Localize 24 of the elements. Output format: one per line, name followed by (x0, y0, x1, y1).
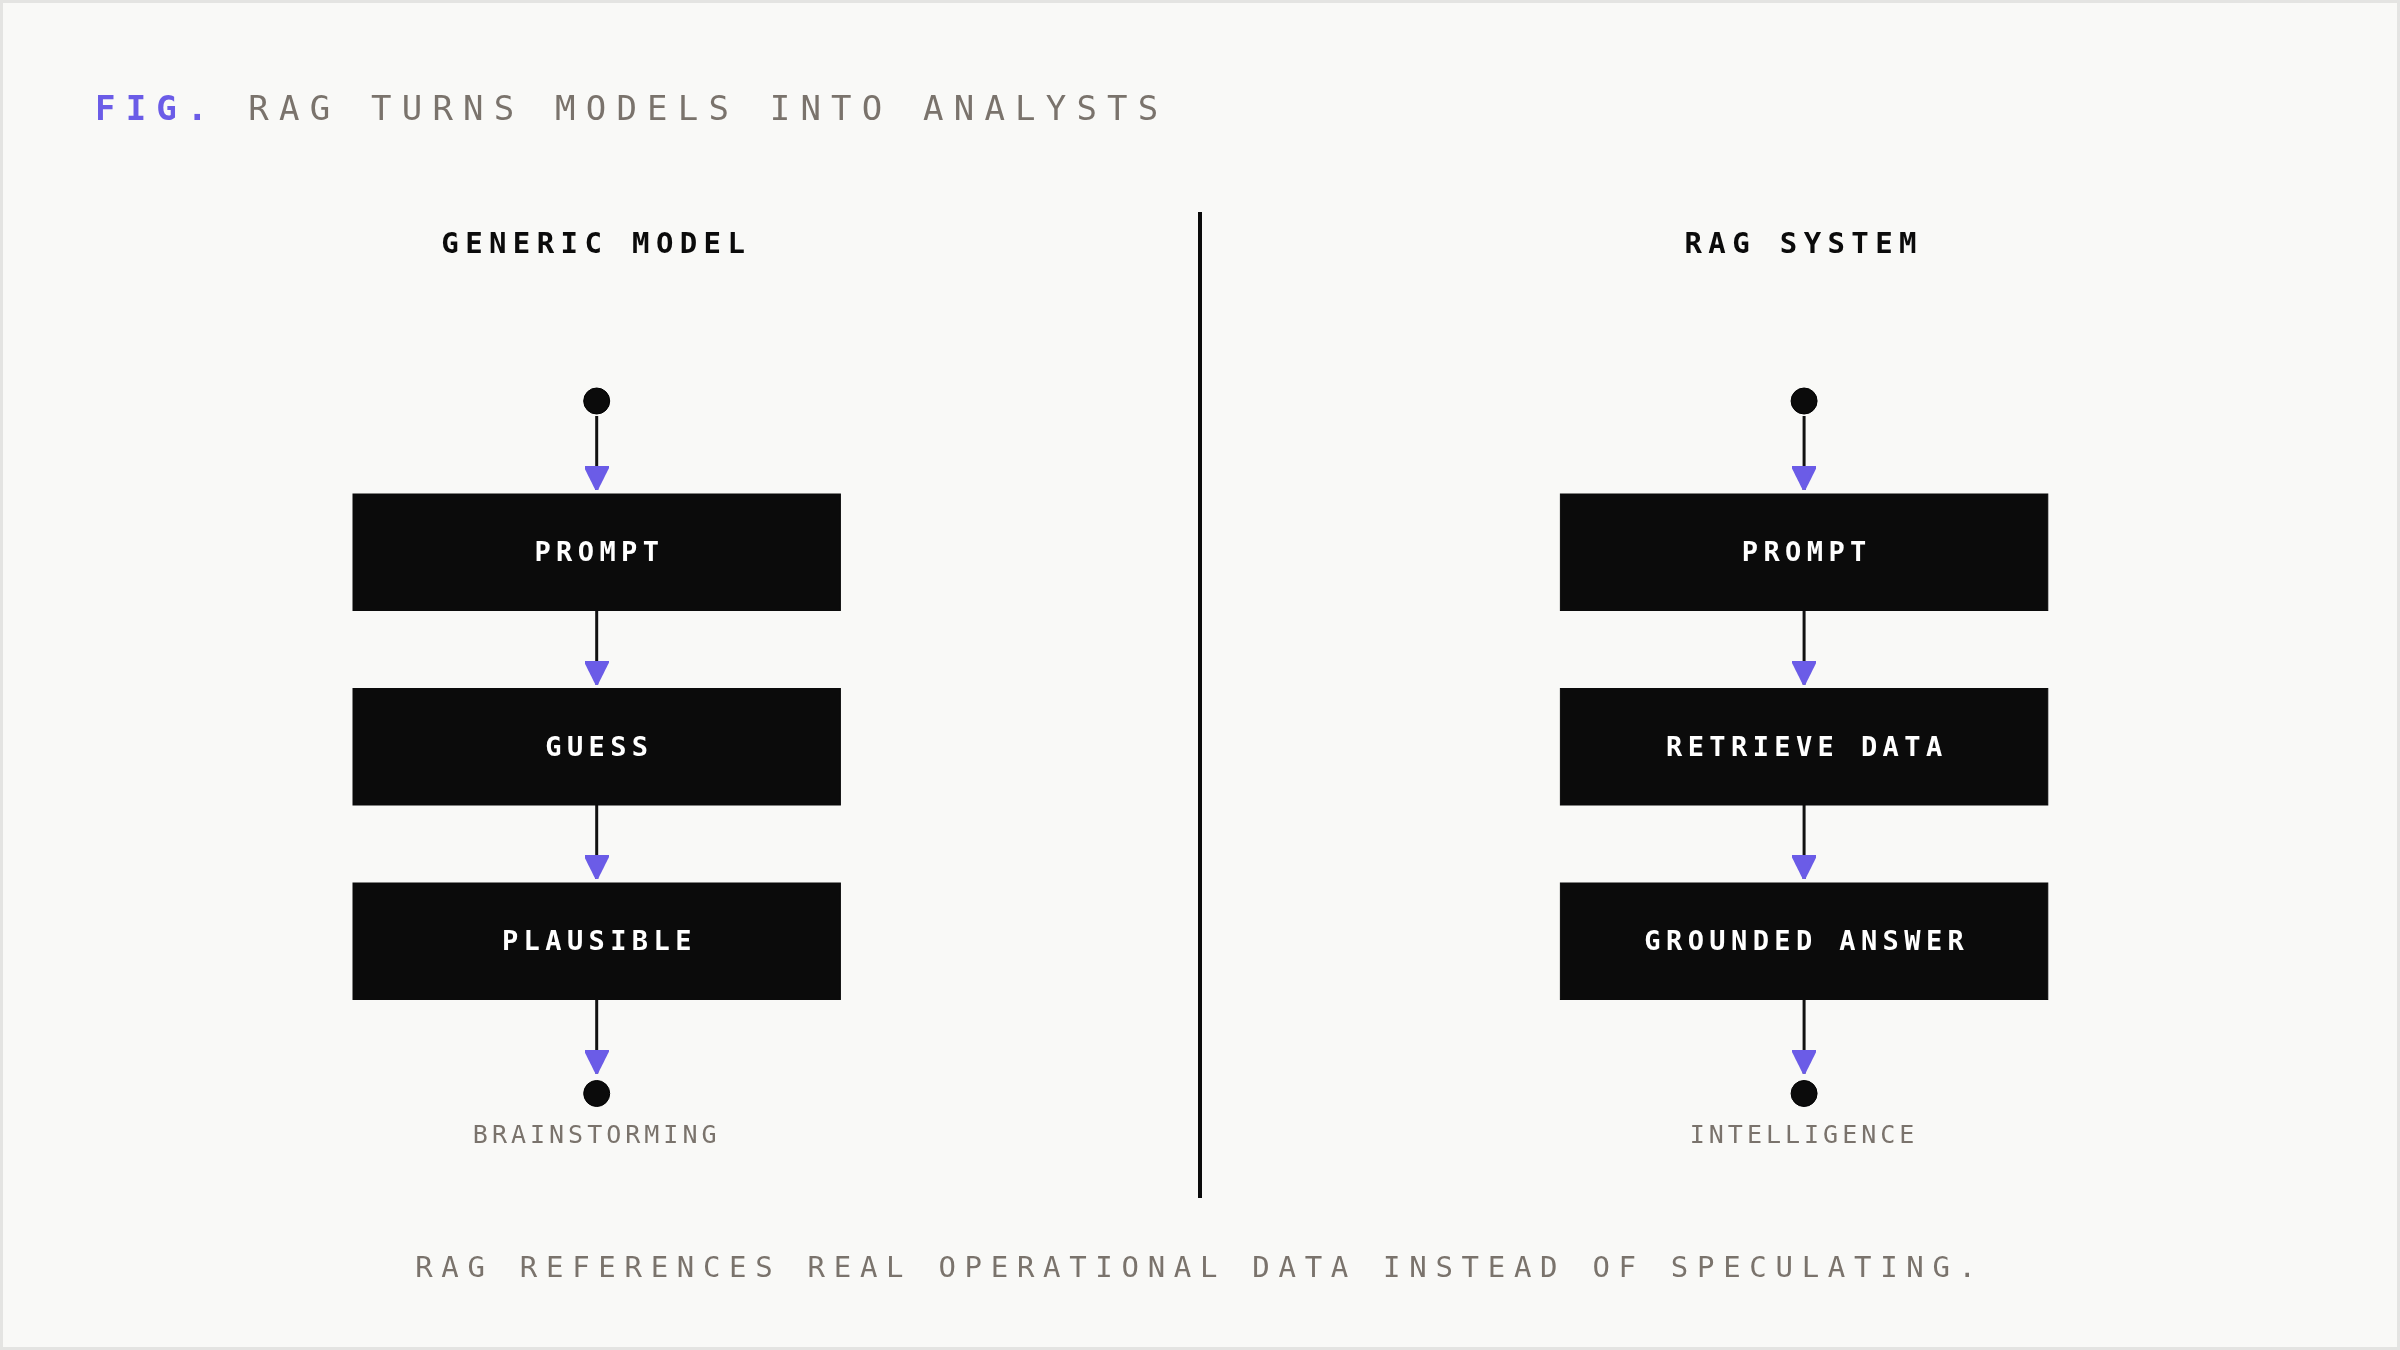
process-box: GUESS (352, 688, 841, 806)
process-box: GROUNDED ANSWER (1559, 882, 2048, 1000)
start-dot (1790, 387, 1818, 415)
figure-title: FIG. RAG TURNS MODELS INTO ANALYSTS (95, 88, 1169, 128)
arrow (1790, 610, 1817, 686)
arrow (1790, 416, 1817, 492)
column-heading: GENERIC MODEL (441, 226, 752, 260)
arrow (583, 999, 610, 1075)
node-caption: BRAINSTORMING (472, 1119, 721, 1149)
node-caption: INTELLIGENCE (1689, 1119, 1918, 1149)
arrow (1790, 999, 1817, 1075)
arrow (583, 805, 610, 881)
column-heading: RAG SYSTEM (1684, 226, 1923, 260)
arrow (583, 416, 610, 492)
figure-caption: RAG REFERENCES REAL OPERATIONAL DATA INSTEAD OF SPECULATING. (415, 1250, 1985, 1284)
process-box: RETRIEVE DATA (1559, 688, 2048, 806)
process-box: PLAUSIBLE (352, 882, 841, 1000)
process-box: PROMPT (352, 493, 841, 611)
arrow (583, 610, 610, 686)
end-dot (1790, 1080, 1818, 1107)
process-box: PROMPT (1559, 493, 2048, 611)
arrow (1790, 805, 1817, 881)
start-dot (582, 387, 610, 415)
end-dot (582, 1080, 610, 1107)
